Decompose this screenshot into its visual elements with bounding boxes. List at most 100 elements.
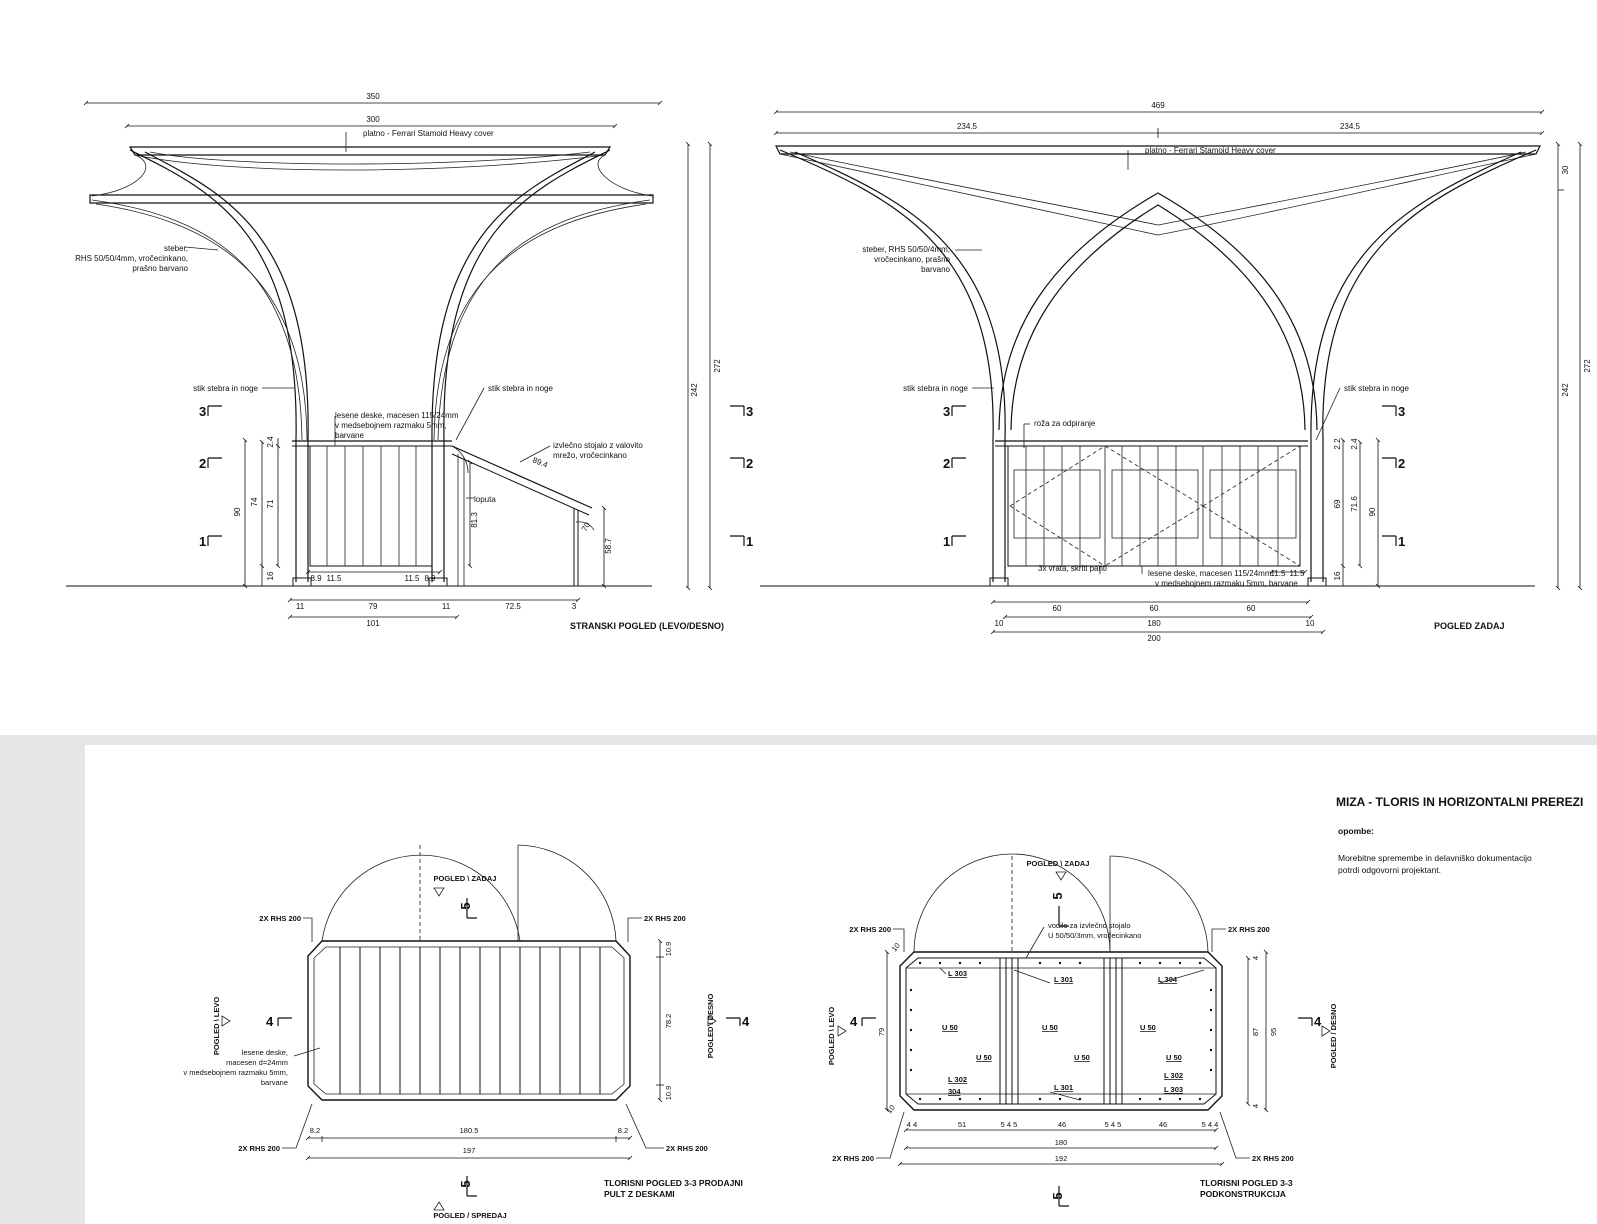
dim-89-4: 89.4: [531, 456, 549, 470]
note-steber-1: steber,: [164, 244, 188, 253]
dim-10-9-a: 10.9: [664, 942, 673, 957]
rhs-bl: 2X RHS 200: [238, 1144, 280, 1153]
dim-11-b: 11: [442, 602, 451, 611]
label-l304-a: L 304: [1158, 975, 1178, 984]
dim-79-sub: 79: [877, 1028, 886, 1036]
label-l303-a: L 303: [948, 969, 967, 978]
dim-11-5-b: 11.5: [405, 574, 421, 583]
notes-line-1: Morebitne spremembe in delavniško dokume…: [1338, 853, 1532, 863]
plan-section-4-right: 4: [742, 1014, 750, 1029]
dim-60-a: 60: [1053, 604, 1062, 613]
section-1-right: 1: [746, 534, 753, 549]
plan-boards-section-labels: 5 5 4 4: [266, 902, 750, 1187]
note-stojalo-1: izvlečno stojalo z valovito: [553, 441, 643, 450]
dim-350: 350: [366, 92, 380, 101]
caption-plan-boards-2: PULT Z DESKAMI: [604, 1189, 675, 1199]
pogled-zadaj-bl: POGLED \ ZADAJ: [434, 874, 497, 883]
note-stik-right: stik stebra in noge: [488, 384, 553, 393]
plan-substructure-section-labels: 5 5 4 4: [850, 892, 1322, 1199]
note-deske-1: lesene deske, macesen 115/24mm: [335, 411, 459, 420]
sub-section-5-bottom: 5: [1050, 1192, 1065, 1199]
dim-72-5: 72.5: [505, 602, 521, 611]
section-2-right: 2: [746, 456, 753, 471]
caption-plan-sub-2: PODKONSTRUKCIJA: [1200, 1189, 1286, 1199]
sub-section-5-top: 5: [1050, 892, 1065, 899]
back-section-2-right: 2: [1398, 456, 1405, 471]
section-3-right: 3: [746, 404, 753, 419]
dim-46-b: 46: [1159, 1120, 1167, 1129]
dim-90-back: 90: [1368, 507, 1377, 516]
dim-200: 200: [1147, 634, 1161, 643]
dim-4-bottom: 4: [1251, 1104, 1260, 1108]
sub-rhs-br: 2X RHS 200: [1252, 1154, 1294, 1163]
dim-192: 192: [1055, 1154, 1068, 1163]
dim-95-sub: 95: [1269, 1028, 1278, 1036]
dim-5-4-4: 5 4 4: [1202, 1120, 1219, 1129]
label-u50-b: U 50: [1042, 1023, 1058, 1032]
dim-3: 3: [572, 602, 577, 611]
plan-section-5-bottom: 5: [458, 1180, 473, 1187]
dim-242-back: 242: [1561, 383, 1570, 397]
dim-180: 180: [1147, 619, 1161, 628]
plan-boards-labels: 2X RHS 200 2X RHS 200 2X RHS 200 2X RHS …: [183, 874, 715, 1220]
dim-8-9-a: 8.9: [310, 574, 322, 583]
label-304-b: 304: [948, 1087, 961, 1096]
back-section-2-left: 2: [943, 456, 950, 471]
dim-71-6: 71.6: [1350, 496, 1359, 512]
dim-11-5-back-b: 11.5: [1290, 569, 1306, 578]
caption-side-view: STRANSKI POGLED (LEVO/DESNO): [570, 621, 724, 631]
dim-60-b: 60: [1150, 604, 1159, 613]
dim-2-2: 2.2: [1333, 438, 1342, 450]
plan-substructure-labels: 2X RHS 200 2X RHS 200 2X RHS 200 2X RHS …: [827, 859, 1338, 1163]
dim-10-b: 10: [1306, 619, 1315, 628]
side-view-drawing: [66, 100, 745, 620]
dim-180-sub: 180: [1055, 1138, 1068, 1147]
dim-234-5-right: 234.5: [1340, 122, 1361, 131]
dim-10-9-b: 10.9: [664, 1086, 673, 1101]
label-u50-a: U 50: [942, 1023, 958, 1032]
dim-197: 197: [463, 1146, 476, 1155]
pogled-levo-bl: POGLED \ LEVO: [212, 997, 221, 1056]
dim-16: 16: [266, 571, 275, 580]
dim-2-4-back: 2.4: [1350, 438, 1359, 450]
note-steber-back-1: steber, RHS 50/50/4mm,: [862, 245, 950, 254]
note-deske-plan-1: lesene deske,: [242, 1048, 288, 1057]
dim-4-top: 4: [1251, 956, 1260, 960]
note-steber-back-2: vročecinkano, prašno: [874, 255, 951, 264]
note-roza: roža za odpiranje: [1034, 419, 1096, 428]
note-stojalo-2: mrežo, vročecinkano: [553, 451, 627, 460]
dim-5-4-5-b: 5 4 5: [1105, 1120, 1122, 1129]
sub-rhs-tl: 2X RHS 200: [849, 925, 891, 934]
note-deske-back-2: v medsebojnem razmaku 5mm, barvane: [1155, 579, 1298, 588]
note-stik-back-left: stik stebra in noge: [903, 384, 968, 393]
dim-272-back: 272: [1583, 359, 1592, 373]
section-3-left: 3: [199, 404, 206, 419]
dim-180-5: 180.5: [460, 1126, 479, 1135]
sheet-title: MIZA - TLORIS IN HORIZONTALNI PREREZI: [1336, 795, 1583, 809]
caption-plan-boards-1: TLORISNI POGLED 3-3 PRODAJNI: [604, 1178, 743, 1188]
note-deske-back-1: lesene deske, macesen 115/24mm: [1148, 569, 1272, 578]
side-view-section-labels: 3 2 1 3 2 1: [199, 404, 753, 549]
dim-51: 51: [958, 1120, 966, 1129]
label-u50-c: U 50: [1140, 1023, 1156, 1032]
dim-2-4: 2.4: [266, 436, 275, 448]
lower-sheet-paper: [85, 745, 1597, 1224]
label-l301-a: L 301: [1054, 975, 1073, 984]
label-l301-b: L 301: [1054, 1083, 1073, 1092]
dim-79: 79: [369, 602, 378, 611]
note-loputa: loputa: [474, 495, 496, 504]
sub-rhs-bl: 2X RHS 200: [832, 1154, 874, 1163]
dim-58-7: 58.7: [604, 538, 613, 554]
side-view-labels: 350 300 platno - Ferrari Stamoid Heavy c…: [75, 92, 722, 628]
dim-10-a: 10: [995, 619, 1004, 628]
label-l302-b: L 302: [1164, 1071, 1183, 1080]
note-vodilo-1: vodilo za izvlečno stojalo: [1048, 921, 1131, 930]
dim-300: 300: [366, 115, 380, 124]
back-view-section-labels: 3 2 1 3 2 1: [943, 404, 1405, 549]
plan-section-4-left: 4: [266, 1014, 274, 1029]
plan-substructure-drawing: [837, 853, 1331, 1207]
dim-71: 71: [266, 499, 275, 508]
note-platno-back: platno - Ferrari Stamoid Heavy cover: [1145, 146, 1276, 155]
dim-90-left: 90: [233, 507, 242, 516]
